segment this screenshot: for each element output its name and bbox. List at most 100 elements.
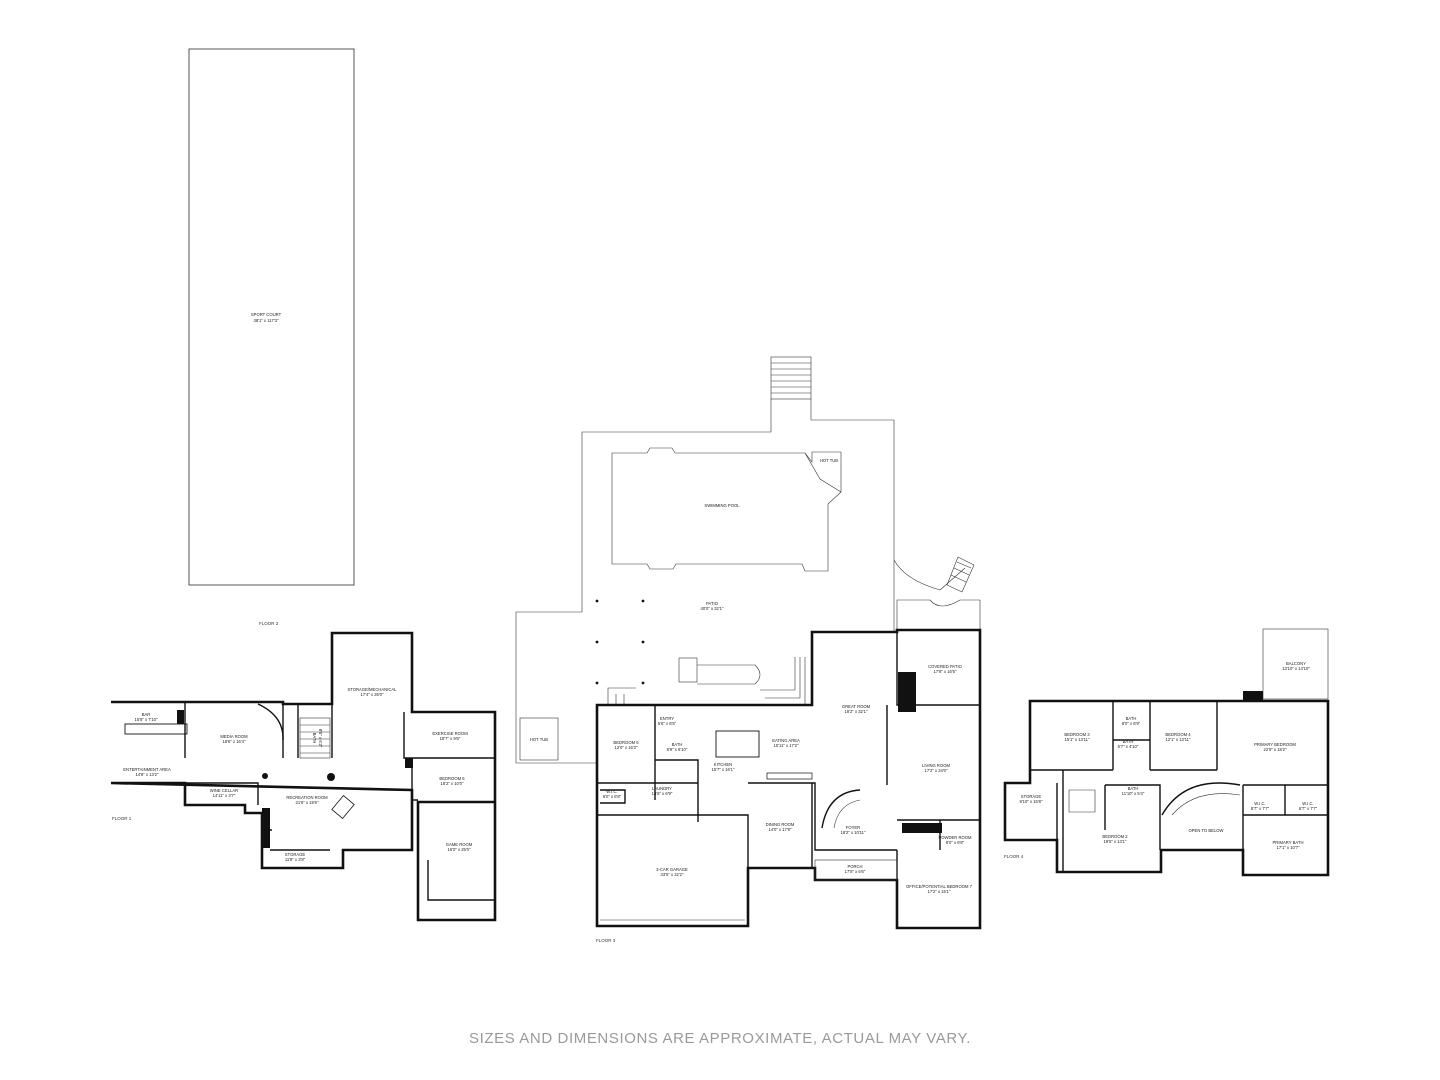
balcony-outline [1262, 628, 1329, 700]
porch-dim: 17'8" x 6'6" [845, 869, 866, 874]
wic-a-dim: 8'7" x 7'7" [1251, 806, 1270, 811]
patio-outline [515, 399, 966, 764]
side-stairs-treads [950, 561, 972, 583]
grill-island [678, 657, 698, 683]
bedroom-6-name: BEDROOM 6 [439, 776, 465, 781]
storage-1-dim: 11'8" x 3'8" [285, 857, 306, 862]
storage-4-name: STORAGE [1021, 794, 1042, 799]
floor-4-label: FLOOR 4 [1004, 854, 1024, 859]
foyer-dim: 18'2" x 10'11" [841, 830, 866, 835]
bedroom-6-dim: 16'2" x 10'0" [441, 781, 464, 786]
sport-court-dim: 38'1" x 117'3" [254, 318, 279, 323]
great-room-name: GREAT ROOM [842, 704, 871, 709]
wic-f3-dim: 6'0" x 6'8" [603, 794, 622, 799]
bath-f3-dim: 8'9" x 6'10" [667, 747, 688, 752]
open-below-curve [1161, 782, 1241, 816]
entry-name: ENTRY [660, 716, 674, 721]
floor-1-stair [299, 717, 331, 759]
fireplace [898, 672, 916, 712]
wine-cellar-name: WINE CELLAR [210, 788, 238, 793]
powder-room-dim: 8'0" x 6'8" [946, 840, 965, 845]
bedroom-3-name: BEDROOM 3 [1064, 732, 1090, 737]
bath-1-name: BATH [312, 733, 317, 744]
wic-b-dim: 6'7" x 7'7" [1299, 806, 1318, 811]
storage-4-dim: 9'10" x 15'8" [1020, 799, 1043, 804]
bar-dim: 15'8" x 7'10" [135, 717, 158, 722]
floor-1-outline [110, 631, 497, 922]
balcony-chimney [1243, 691, 1263, 701]
floor-1-wall-block [262, 808, 270, 848]
hot-tub-top-name: HOT TUB [820, 458, 838, 463]
hot-tub-left [519, 717, 559, 761]
hot-tub-divider [804, 452, 842, 493]
bedroom-5-name: BEDROOM 5 [613, 740, 639, 745]
bath-b-dim: 6'7" x 4'10" [1118, 744, 1139, 749]
entertainment-name: ENTERTAINMENT AREA [123, 767, 171, 772]
recreation-dim: 31'6" x 19'6" [296, 800, 319, 805]
column [327, 773, 335, 781]
covered-patio-dim: 17'8" x 16'5" [934, 669, 957, 674]
fireplace-2 [902, 823, 942, 833]
bedroom-5-dim: 12'0" x 16'2" [615, 745, 638, 750]
great-room-dim: 18'2" x 32'1" [845, 709, 868, 714]
primary-bath-dim: 17'1" x 10'7" [1277, 845, 1300, 850]
exercise-name: EXERCISE ROOM [432, 731, 468, 736]
storage-mech-dim: 17'4" x 26'0" [361, 692, 384, 697]
curved-stair-outer [821, 789, 861, 829]
laundry-name: LAUNDRY [652, 786, 672, 791]
floor-4-outline [1003, 699, 1330, 877]
laundry-dim: 14'6" x 6'9" [652, 791, 673, 796]
covered-patio-name: COVERED PATIO [928, 664, 963, 669]
bedroom-2-name: BEDROOM 2 [1102, 834, 1128, 839]
open-below-name: OPEN TO BELOW [1189, 828, 1224, 833]
pool-table [331, 795, 355, 819]
bath-b-name: BATH [1123, 739, 1134, 744]
entry-dim: 5'6" x 6'5" [658, 721, 677, 726]
patio-posts [595, 599, 645, 685]
exercise-dim: 18'7" x 9'6" [440, 736, 461, 741]
bedroom5-steps [607, 687, 636, 705]
patio-steps [760, 657, 806, 706]
patio-post [641, 640, 645, 644]
living-room-name: LIVING ROOM [922, 763, 950, 768]
floor-1-wall-block-2 [405, 758, 413, 768]
wic-a-name: W.I.C. [1254, 801, 1265, 806]
bath-f3-name: BATH [672, 742, 683, 747]
patio-stairs-treads [771, 362, 811, 394]
swimming-pool [611, 447, 842, 572]
patio-post [595, 681, 599, 685]
bar-name: BAR [142, 712, 151, 717]
floor-4-interior-walls [1030, 701, 1328, 872]
bath-c-dim: 11'10" x 5'4" [1122, 791, 1145, 796]
bar-counter [124, 723, 188, 735]
dining-room-name: DINING ROOM [766, 822, 795, 827]
eating-area-name: EATING AREA [772, 738, 800, 743]
dining-room-dim: 14'0" x 17'9" [769, 827, 792, 832]
eating-area-dim: 10'11" x 17'2" [774, 743, 799, 748]
powder-room-name: POWDER ROOM [938, 835, 972, 840]
floor-1-stair-treads [300, 724, 330, 754]
bath-a-name: BATH [1126, 716, 1137, 721]
patio-name: PATIO [706, 601, 719, 606]
floor-3-group: HOT TUB SWIMMING POOL PATIO 40'0" x 32'1… [515, 356, 982, 943]
hot-tub-left-name: HOT TUB [530, 737, 548, 742]
floor-plan: SPORT COURT 38'1" x 117'3" FLOOR 2 BAR 1… [110, 48, 1330, 943]
wic-f3-name: W.I.C. [606, 789, 617, 794]
floor-1-label: FLOOR 1 [112, 816, 132, 821]
patio-post [641, 599, 645, 603]
wic-b-name: W.I.C. [1302, 801, 1313, 806]
foyer-name: FOYER [846, 825, 860, 830]
floor-4-group: BALCONY 13'10" x 14'10" BEDROOM 3 15'1" … [1003, 628, 1330, 877]
kitchen-island [715, 730, 760, 758]
game-room-name: GAME ROOM [446, 842, 473, 847]
bedroom-2-dim: 19'5" x 13'1" [1104, 839, 1127, 844]
storage-1-name: STORAGE [285, 852, 306, 857]
balcony-dim: 13'10" x 14'10" [1282, 666, 1310, 671]
side-stairs [946, 556, 975, 593]
bedroom-4-dim: 12'1" x 13'11" [1166, 737, 1191, 742]
patio-post [595, 599, 599, 603]
wine-cellar-dim: 14'11" x 3'7" [213, 793, 236, 798]
bedroom-4-name: BEDROOM 4 [1165, 732, 1191, 737]
entertainment-dim: 14'8" x 13'2" [136, 772, 159, 777]
garage-name: 3-CAR GARAGE [656, 867, 688, 872]
